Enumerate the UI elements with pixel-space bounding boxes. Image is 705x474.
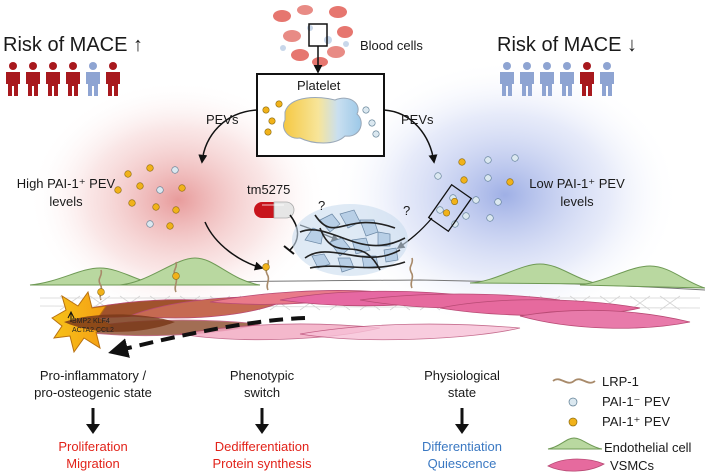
migration-dashed-arrow	[108, 316, 306, 358]
pevs-left-label: PEVs	[206, 112, 239, 127]
legend-pai-neg-label: PAI-1⁻ PEV	[602, 394, 671, 409]
question-right: ?	[403, 203, 411, 218]
person-icon	[26, 62, 40, 96]
risk-low-label: Risk of MACE ↓	[497, 34, 638, 56]
gene-label-line1: BMP2 KLF4	[72, 318, 110, 325]
person-icon	[560, 62, 574, 96]
legend-pai-pos-icon	[568, 417, 578, 427]
legend-pai-pos-label: PAI-1⁺ PEV	[602, 414, 671, 429]
blood-cells-label: Blood cells	[360, 38, 423, 53]
person-icon	[520, 62, 534, 96]
platelet-label: Platelet	[297, 78, 341, 93]
state-3-line2: state	[447, 385, 477, 400]
outcome-1-line1: Proliferation	[58, 439, 128, 454]
legend-pai-neg-icon	[568, 397, 578, 407]
legend-endothelial-icon	[547, 437, 603, 450]
drug-label: tm5275	[247, 182, 291, 197]
outcome-2-line1: Dedifferentiation	[214, 439, 310, 454]
risk-high-label: Risk of MACE ↑	[3, 34, 144, 56]
pevs-right-arrow	[383, 109, 438, 164]
blood-cells-cluster	[273, 5, 353, 74]
clot-mesh	[292, 204, 408, 276]
state-1-line1: Pro-inflammatory /	[39, 368, 147, 383]
state-1-line2: pro-osteogenic state	[34, 385, 152, 400]
person-icon	[600, 62, 614, 96]
low-pai-label-line2: levels	[560, 194, 594, 209]
legend-endothelial-label: Endothelial cell	[604, 440, 692, 455]
high-pai-label-line1: High PAI-1⁺ PEV	[16, 176, 116, 191]
legend-icons	[547, 378, 605, 472]
high-pai-label-line2: levels	[49, 194, 83, 209]
high-pai-glow	[28, 80, 328, 320]
platelet-box	[256, 73, 385, 157]
state-2-line1: Phenotypic	[229, 368, 295, 383]
person-icon	[6, 62, 20, 96]
risk-high-people	[6, 62, 120, 96]
person-icon	[580, 62, 594, 96]
outcome-arrows	[86, 408, 469, 434]
person-icon	[540, 62, 554, 96]
person-icon	[500, 62, 514, 96]
legend-vsmc-icon	[547, 458, 605, 472]
pevs-left-arrow	[198, 109, 258, 164]
state-2-line2: switch	[243, 385, 281, 400]
left-pev-to-receptor-arrow	[204, 221, 264, 271]
outcome-1-line2: Migration	[66, 456, 120, 471]
state-3-line1: Physiological	[424, 368, 500, 383]
person-icon	[46, 62, 60, 96]
legend-lrp1-icon	[552, 378, 596, 384]
legend-lrp1-label: LRP-1	[602, 374, 639, 389]
selected-pev-box	[427, 183, 473, 233]
question-left: ?	[318, 198, 326, 213]
person-icon	[86, 62, 100, 96]
outcome-3-line1: Differentiation	[422, 439, 502, 454]
gene-label-line2: ACTA2 CCL2	[72, 327, 114, 334]
low-pai-pev-cluster	[434, 154, 519, 228]
low-pai-label-line1: Low PAI-1⁺ PEV	[529, 176, 625, 191]
pevs-right-label: PEVs	[401, 112, 434, 127]
endothelial-cells	[29, 257, 705, 289]
tm5275-capsule	[254, 201, 295, 219]
person-icon	[66, 62, 80, 96]
person-icon	[106, 62, 120, 96]
inflammatory-burst	[51, 290, 175, 354]
low-pai-glow	[330, 60, 680, 330]
receptor-bound-pevs	[97, 263, 270, 296]
risk-low-people	[500, 62, 614, 96]
outcome-2-line2: Protein synthesis	[212, 456, 312, 471]
high-pai-pev-cluster	[114, 164, 186, 230]
outcome-3-line2: Quiescence	[427, 456, 497, 471]
legend-vsmc-label: VSMCs	[610, 458, 655, 473]
